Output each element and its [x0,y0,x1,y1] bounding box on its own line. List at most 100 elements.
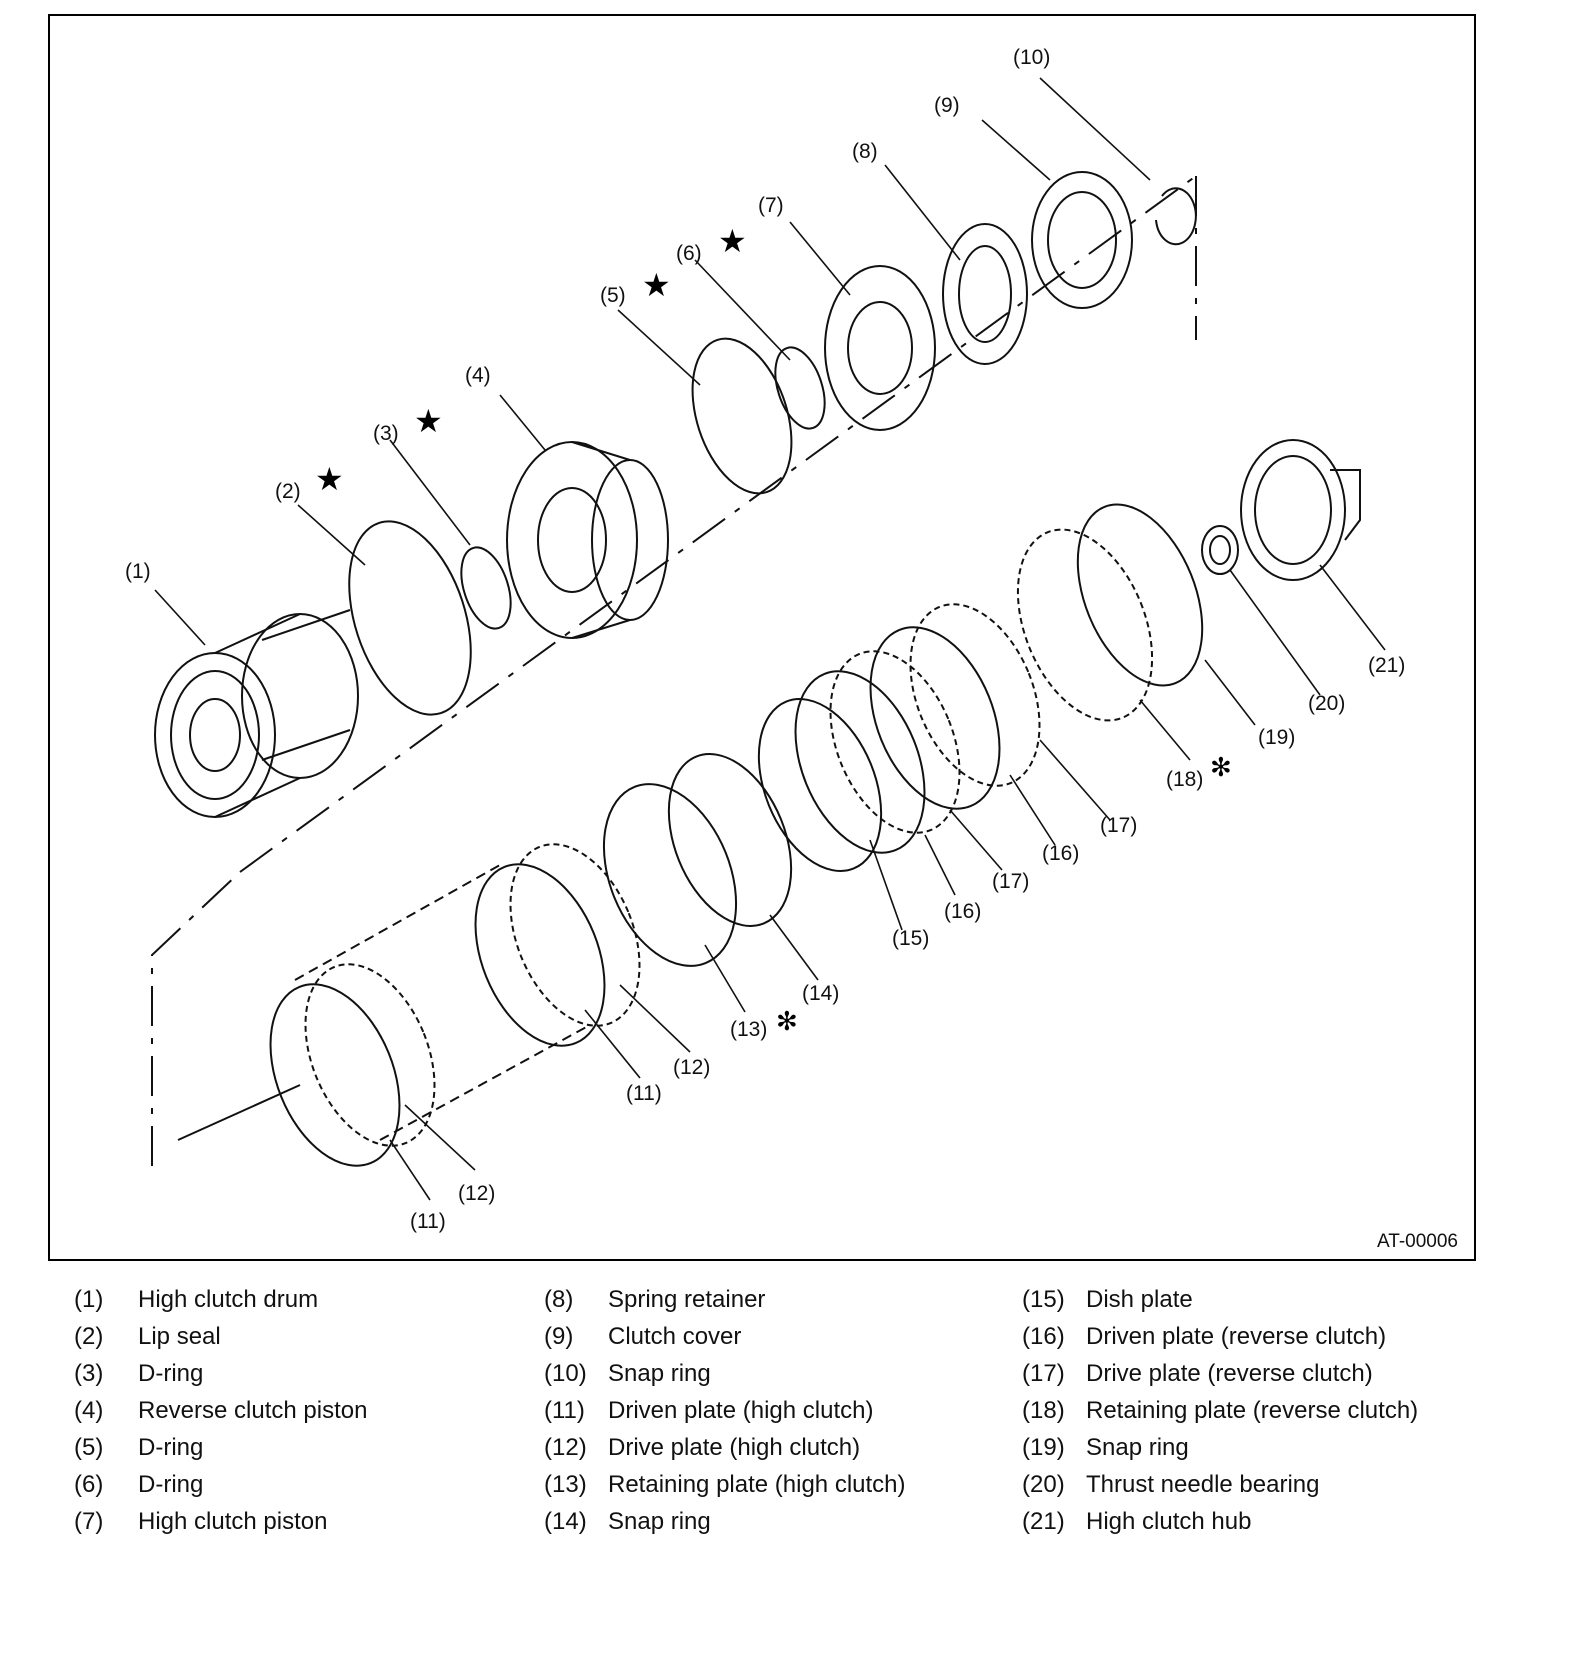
legend-name: D-ring [138,1360,204,1387]
legend-name: High clutch piston [138,1508,328,1535]
legend-name: Drive plate (reverse clutch) [1086,1360,1373,1387]
legend-name: Clutch cover [608,1323,742,1350]
part-drive-plate-reverse-2 [829,650,961,834]
callout-9: (9) [934,94,960,117]
legend-num: (8) [544,1286,574,1313]
legend-name: Drive plate (high clutch) [608,1434,861,1461]
callout-5: (5) [600,284,626,307]
legend-name: Snap ring [1086,1434,1189,1461]
part-high-clutch-drum [154,609,359,818]
part-snap-ring-19 [1076,503,1204,687]
part-snap-ring-10 [1155,187,1197,246]
part-clutch-cover [1031,171,1133,309]
callout-6: (6) [676,242,702,265]
legend-num: (20) [1022,1471,1065,1498]
stack-dashed-guides [294,864,591,1141]
part-dish-plate [757,698,883,872]
part-reverse-clutch-piston [506,441,669,639]
legend-name: Retaining plate (high clutch) [608,1471,906,1498]
callout-19: (19) [1258,726,1295,749]
legend-num: (21) [1022,1508,1065,1535]
legend-name: Driven plate (reverse clutch) [1086,1323,1387,1350]
part-spring-retainer [942,223,1028,365]
callout-16-upper: (16) [1042,842,1079,865]
legend-name: Lip seal [138,1323,221,1350]
callout-4: (4) [465,364,491,387]
legend-name: Thrust needle bearing [1086,1471,1320,1498]
callout-14: (14) [802,982,839,1005]
part-driven-plate-high-2 [269,983,401,1167]
legend-num: (3) [74,1360,104,1387]
part-retaining-plate-reverse [1016,528,1154,722]
callout-11-lower: (11) [410,1210,446,1233]
callouts: (1) (2) (3) (4) (5) (6) (7) (8) (9) (10)… [125,46,1405,1233]
legend-num: (17) [1022,1360,1065,1387]
star-mark-2: ★ [315,460,344,498]
part-high-clutch-piston [824,265,936,431]
asterisk-mark-18: ✻ [1210,753,1232,783]
part-lip-seal [348,520,472,716]
part-d-ring-5 [691,337,793,495]
legend-num: (14) [544,1508,587,1535]
legend-num: (7) [74,1508,104,1535]
star-mark-5: ★ [642,266,671,304]
legend-num: (13) [544,1471,587,1498]
part-d-ring-3 [460,546,512,630]
figure-code: AT-00006 [1377,1231,1458,1252]
callout-17-lower: (17) [992,870,1029,893]
legend-name: Spring retainer [608,1286,766,1313]
legend-num: (11) [544,1397,585,1424]
asterisk-mark-13: ✻ [776,1007,798,1037]
legend-num: (19) [1022,1434,1065,1461]
legend-num: (12) [544,1434,587,1461]
leader-lines [154,77,1386,1201]
legend-name: Retaining plate (reverse clutch) [1086,1397,1419,1424]
part-thrust-needle-bearing [1201,525,1239,575]
legend-name: Driven plate (high clutch) [608,1397,874,1424]
star-mark-3: ★ [414,402,443,440]
axis-line-lower [177,1084,301,1141]
center-line-upper [239,175,1197,873]
legend-num: (9) [544,1323,574,1350]
legend-num: (1) [74,1286,104,1313]
part-retaining-plate-high [602,783,738,967]
legend-num: (10) [544,1360,587,1387]
callout-10: (10) [1013,46,1050,69]
callout-15: (15) [892,927,929,950]
callout-3: (3) [373,422,399,445]
part-snap-ring-14 [667,753,793,927]
callout-18: (18) [1166,768,1203,791]
callout-12-upper: (12) [673,1056,710,1079]
callout-21: (21) [1368,654,1405,677]
callout-17-upper: (17) [1100,814,1137,837]
legend-num: (6) [74,1471,104,1498]
callout-13: (13) [730,1018,767,1041]
part-drive-plate-high-2 [304,963,436,1147]
part-driven-plate-reverse-1 [869,626,1001,810]
legend-name: D-ring [138,1434,204,1461]
callout-2: (2) [275,480,301,503]
legend-num: (18) [1022,1397,1065,1424]
callout-12-lower: (12) [458,1182,495,1205]
legend-name: High clutch hub [1086,1508,1252,1535]
legend-num: (2) [74,1323,104,1350]
part-d-ring-6 [774,346,826,430]
callout-8: (8) [852,140,878,163]
legend-name: Snap ring [608,1360,711,1387]
center-line-lower [151,871,241,1166]
part-drive-plate-reverse-1 [909,603,1041,787]
part-driven-plate-high-1 [474,863,606,1047]
callout-20: (20) [1308,692,1345,715]
callout-1: (1) [125,560,151,583]
legend-name: High clutch drum [138,1286,319,1313]
legend-name: Reverse clutch piston [138,1397,368,1424]
legend-num: (4) [74,1397,104,1424]
part-drive-plate-high-1 [509,843,641,1027]
marks: ★ ★ ★ ★ ✻ ✻ [315,222,1232,1037]
legend-num: (16) [1022,1323,1065,1350]
part-driven-plate-reverse-2 [794,670,926,854]
figure-frame: AT-00006 [48,14,1476,1261]
callout-11-upper: (11) [626,1082,662,1105]
parts-legend: (1) High clutch drum (2) Lip seal (3) D-… [0,1286,1584,1586]
